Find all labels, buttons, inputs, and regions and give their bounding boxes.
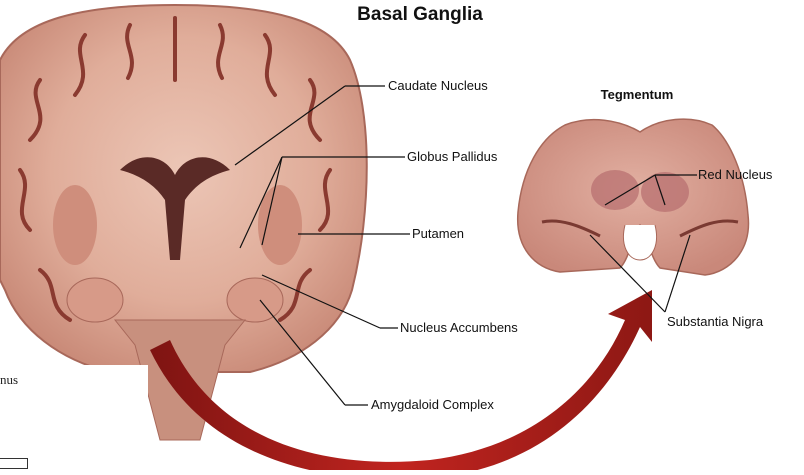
tegmentum-title: Tegmentum xyxy=(600,87,674,102)
label-putamen: Putamen xyxy=(412,226,465,241)
label-globus-pallidus: Globus Pallidus xyxy=(407,149,498,164)
overlay-panel xyxy=(0,365,148,470)
tegmentum-section xyxy=(517,118,750,276)
label-amygdaloid-complex: Amygdaloid Complex xyxy=(371,397,494,412)
label-nucleus-accumbens: Nucleus Accumbens xyxy=(400,320,518,335)
leader-lines xyxy=(234,85,697,406)
label-substantia-nigra: Substantia Nigra xyxy=(667,314,764,329)
overlay-box xyxy=(0,458,28,469)
label-red-nucleus: Red Nucleus xyxy=(698,167,773,182)
label-caudate-nucleus: Caudate Nucleus xyxy=(388,78,488,93)
overlay-fragment-text: nus xyxy=(0,372,19,387)
diagram-title: Basal Ganglia xyxy=(357,4,483,25)
